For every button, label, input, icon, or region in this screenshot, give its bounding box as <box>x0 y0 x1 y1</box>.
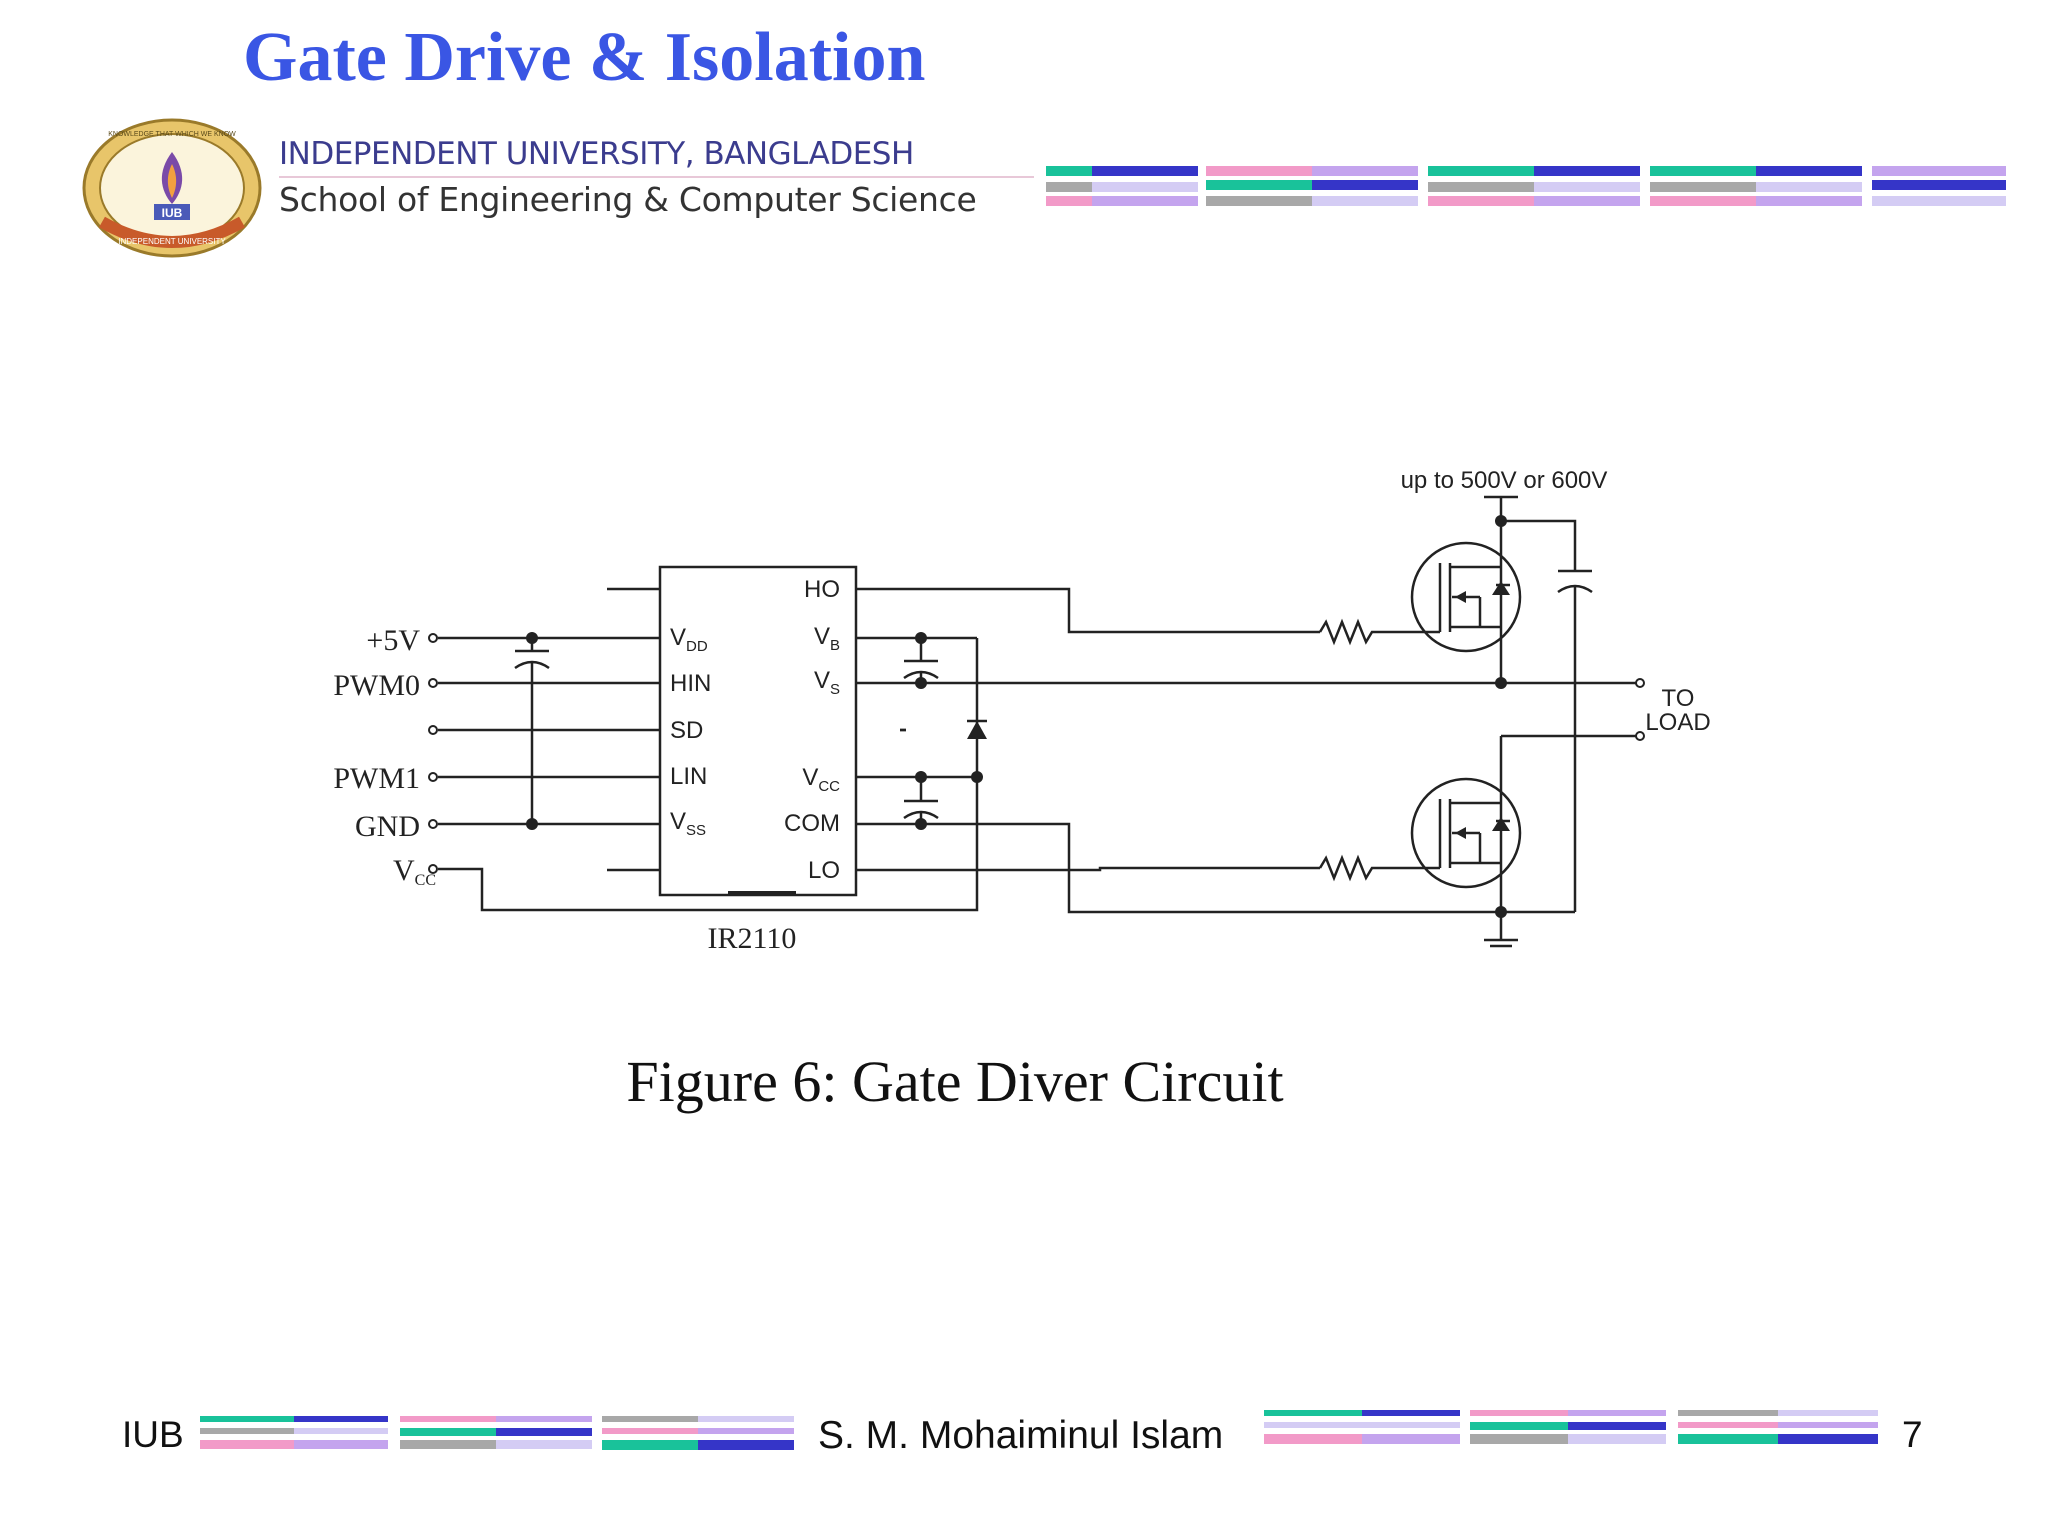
pin-label-vb: VB <box>814 623 840 654</box>
input-label-vcc: VCC <box>393 854 436 889</box>
header-stripes <box>1046 166 2006 206</box>
pin-label-vss: VSS <box>670 808 706 839</box>
input-label-pwm1: PWM1 <box>333 762 420 795</box>
seal-ring-top: KNOWLEDGE THAT WHICH WE KNOW <box>108 131 236 138</box>
supply-voltage-label: up to 500V or 600V <box>1401 467 1608 494</box>
pin-label-sd: SD <box>670 717 703 744</box>
iub-seal-logo: IUB KNOWLEDGE THAT WHICH WE KNOW INDEPEN… <box>82 118 262 258</box>
pin-label-vcc: VCC <box>802 764 840 795</box>
input-label-gnd: GND <box>355 810 420 843</box>
figure-caption: Figure 6: Gate Diver Circuit <box>626 1049 1284 1114</box>
ic-name-label: IR2110 <box>708 922 797 955</box>
load-label-to: TO <box>1662 685 1695 712</box>
seal-ring-bottom: INDEPENDENT UNIVERSITY <box>118 237 226 246</box>
pin-label-lo: LO <box>808 857 840 884</box>
load-label-load: LOAD <box>1645 709 1710 736</box>
input-label-5v: +5V <box>366 624 420 657</box>
pin-label-hin: HIN <box>670 670 711 697</box>
footer-stripes-right <box>1264 1410 1878 1444</box>
pin-label-vs: VS <box>814 667 840 698</box>
footer-iub: IUB <box>122 1414 184 1455</box>
university-name: INDEPENDENT UNIVERSITY, BANGLADESH <box>279 136 914 172</box>
pin-label-lin: LIN <box>670 763 707 790</box>
header-divider <box>279 176 1034 178</box>
school-name: School of Engineering & Computer Science <box>279 180 977 219</box>
seal-iub-text: IUB <box>162 206 183 220</box>
page-number: 7 <box>1902 1414 1923 1455</box>
pin-label-com: COM <box>784 810 840 837</box>
footer-author: S. M. Mohaiminul Islam <box>818 1414 1224 1457</box>
pin-label-ho: HO <box>804 576 840 603</box>
input-label-pwm0: PWM0 <box>333 669 420 702</box>
slide-title: Gate Drive & Isolation <box>243 19 926 96</box>
pin-label-vdd: VDD <box>670 624 708 655</box>
footer-stripes-left <box>200 1416 794 1450</box>
